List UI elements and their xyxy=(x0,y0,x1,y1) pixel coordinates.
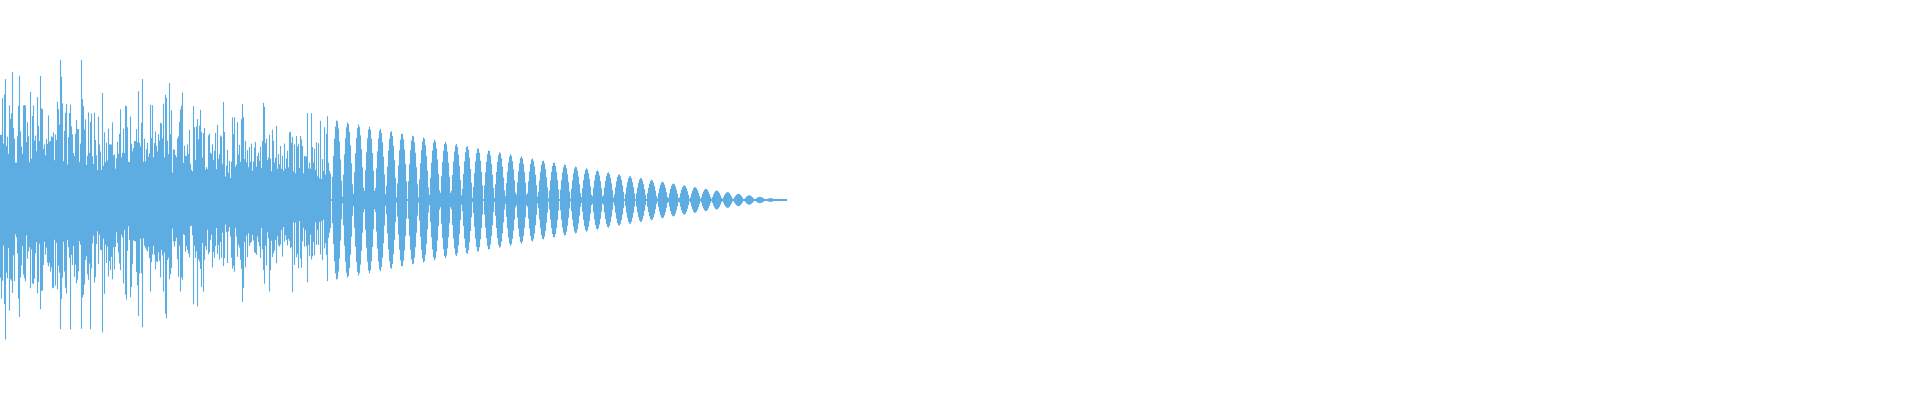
waveform-trace xyxy=(0,59,788,340)
waveform-samples xyxy=(0,59,788,340)
